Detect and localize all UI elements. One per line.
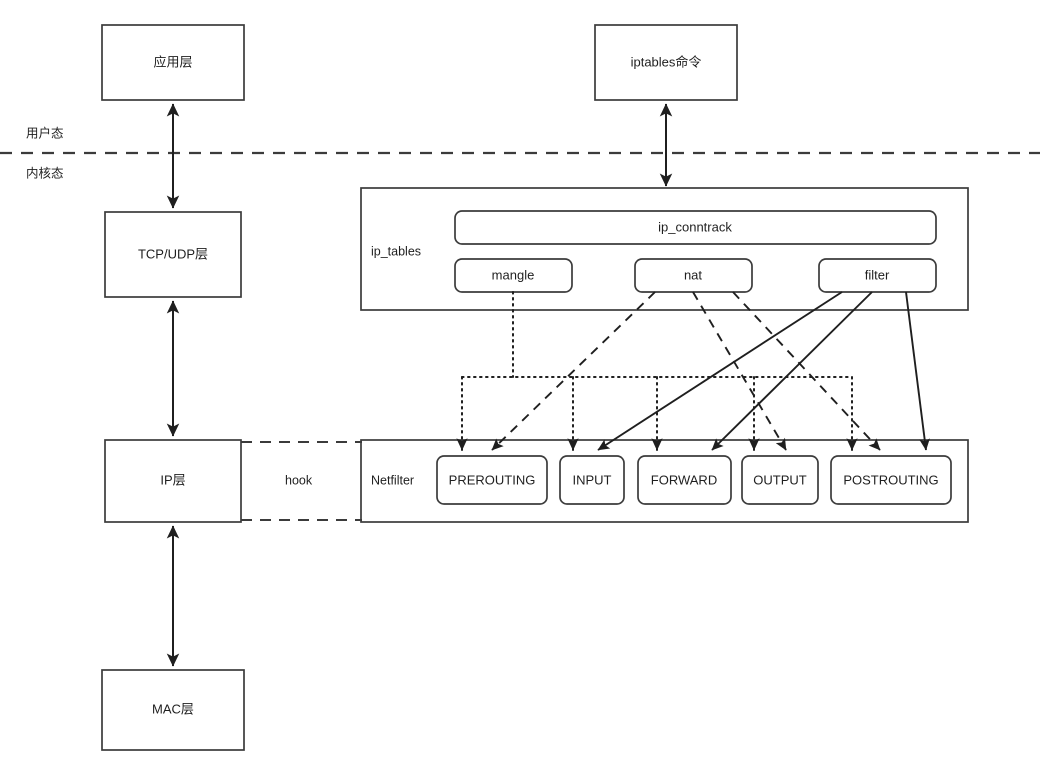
box-ip-conntrack[interactable] bbox=[454, 210, 937, 245]
user-mode-label: 用户态 bbox=[26, 125, 64, 140]
filter-to-forward bbox=[711, 291, 873, 451]
label-application-layer: 应用层 bbox=[153, 54, 192, 69]
box-chain-prerouting[interactable] bbox=[436, 455, 548, 505]
connections-filter bbox=[597, 291, 930, 451]
label-table-filter: filter bbox=[865, 267, 890, 282]
box-application-layer[interactable] bbox=[101, 24, 245, 101]
label-chain-output: OUTPUT bbox=[753, 472, 807, 487]
label-chain-forward: FORWARD bbox=[651, 472, 717, 487]
label-ip-conntrack: ip_conntrack bbox=[658, 219, 732, 234]
label-table-mangle: mangle bbox=[492, 267, 535, 282]
label-chain-postrouting: POSTROUTING bbox=[843, 472, 938, 487]
label-ip-tables: ip_tables bbox=[371, 244, 421, 258]
kernel-mode-label: 内核态 bbox=[26, 166, 64, 180]
label-mac-layer: MAC层 bbox=[152, 701, 194, 716]
box-chain-postrouting[interactable] bbox=[830, 455, 952, 505]
label-hook: hook bbox=[285, 473, 313, 487]
label-chain-input: INPUT bbox=[573, 472, 612, 487]
box-mac-layer[interactable] bbox=[101, 669, 245, 751]
filter-to-postrouting bbox=[905, 291, 930, 451]
filter-to-input bbox=[597, 291, 843, 451]
label-table-nat: nat bbox=[684, 267, 702, 282]
box-chain-input[interactable] bbox=[559, 455, 625, 505]
label-iptables-command: iptables命令 bbox=[631, 54, 702, 69]
nat-to-postrouting bbox=[732, 291, 881, 451]
box-ip-layer[interactable] bbox=[104, 439, 242, 523]
label-chain-prerouting: PREROUTING bbox=[449, 472, 536, 487]
label-ip-layer: IP层 bbox=[160, 472, 185, 487]
nat-to-prerouting bbox=[491, 291, 656, 451]
connections-mangle bbox=[456, 291, 858, 451]
label-netfilter: Netfilter bbox=[371, 473, 414, 487]
nat-to-output bbox=[692, 291, 787, 451]
box-iptables-command[interactable] bbox=[594, 24, 738, 101]
box-chain-output[interactable] bbox=[741, 455, 819, 505]
connections-nat bbox=[491, 291, 881, 451]
label-tcp-udp-layer: TCP/UDP层 bbox=[138, 246, 208, 261]
box-tcp-udp-layer[interactable] bbox=[104, 211, 242, 298]
box-chain-forward[interactable] bbox=[637, 455, 732, 505]
box-table-filter[interactable] bbox=[818, 258, 937, 293]
